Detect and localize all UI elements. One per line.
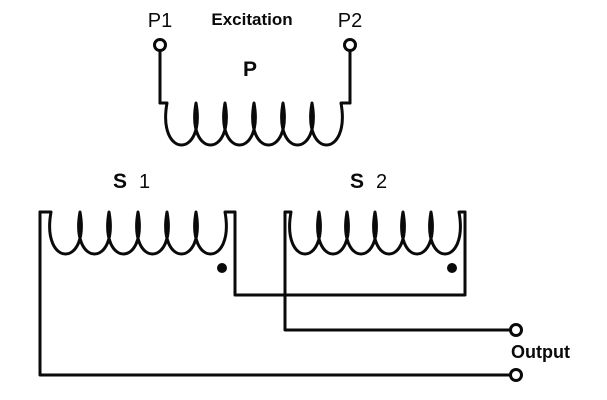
terminal-label-p1: P1 — [148, 10, 172, 32]
polarity-dot-s2 — [447, 263, 457, 273]
output-label: Output — [511, 342, 570, 362]
polarity-dot-s1 — [217, 263, 227, 273]
secondary2-number-label: 2 — [376, 171, 387, 193]
secondary1-number-label: 1 — [139, 171, 150, 193]
output-upper-wire — [283, 210, 512, 332]
secondary1-letter-label: S — [113, 170, 127, 193]
series-link-wire — [233, 210, 467, 297]
output-lower-wire — [38, 210, 512, 377]
output-terminal-lower — [509, 368, 523, 382]
secondary2-winding — [283, 210, 467, 256]
terminal-p2 — [343, 38, 357, 52]
secondary2-letter-label: S — [350, 170, 364, 193]
excitation-label: Excitation — [211, 10, 292, 29]
primary-coil-label: P — [243, 58, 257, 81]
terminal-label-p2: P2 — [338, 10, 362, 32]
output-terminal-upper — [509, 323, 523, 337]
terminal-p1 — [153, 38, 167, 52]
secondary1-winding — [38, 210, 237, 256]
primary-winding — [158, 101, 352, 147]
